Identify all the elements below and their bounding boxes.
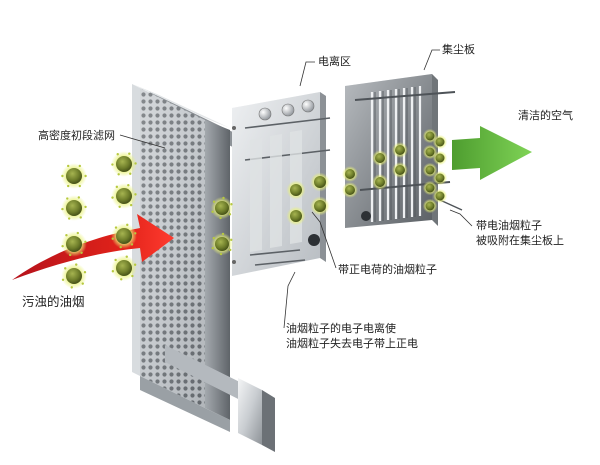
particle xyxy=(422,180,438,196)
particle xyxy=(342,166,358,182)
ionization-zone-label: 电离区 xyxy=(318,55,351,68)
particle xyxy=(372,150,388,166)
particle xyxy=(432,188,448,204)
particle xyxy=(432,170,448,186)
particle xyxy=(61,195,87,221)
ionization-leader xyxy=(299,61,315,87)
particle xyxy=(286,180,306,200)
particle xyxy=(61,231,87,257)
adsorbed-leader xyxy=(449,209,473,227)
positive-particles-leader xyxy=(311,211,337,269)
particle xyxy=(422,198,438,214)
ionization-process-label: 油烟粒子的电子电离使 油烟粒子失去电子带上正电 xyxy=(286,321,418,351)
prefilter-label: 高密度初段滤网 xyxy=(38,129,115,142)
particle xyxy=(432,150,448,166)
positive-particles-label: 带正电荷的油烟粒子 xyxy=(338,263,437,276)
particle xyxy=(111,183,137,209)
clean-air-label: 清洁的空气 xyxy=(518,109,573,122)
particle xyxy=(310,172,330,192)
particle xyxy=(61,263,87,289)
clean-air-arrow xyxy=(452,126,532,180)
oil-fume-particles xyxy=(61,128,448,289)
particle xyxy=(342,182,358,198)
adsorbed-label-line-2: 被吸附在集尘板上 xyxy=(476,234,564,247)
collector-plate-label: 集尘板 xyxy=(442,43,475,56)
particle xyxy=(210,232,234,256)
dirty-fumes-label: 污浊的油烟 xyxy=(22,294,85,309)
particle xyxy=(111,255,137,281)
particle xyxy=(61,163,87,189)
particle xyxy=(210,196,234,220)
prefilter-panel xyxy=(132,84,275,452)
ionization-process-line-1: 油烟粒子的电子电离使 xyxy=(286,322,396,335)
adsorbed-label: 带电油烟粒子 被吸附在集尘板上 xyxy=(476,218,564,248)
particle xyxy=(422,162,438,178)
particle xyxy=(310,196,330,216)
particle xyxy=(392,162,408,178)
adsorbed-label-line-1: 带电油烟粒子 xyxy=(476,219,542,232)
prefilter-leader xyxy=(119,134,166,149)
particle xyxy=(372,174,388,190)
particle xyxy=(392,142,408,158)
collector-leader xyxy=(423,49,440,71)
particle xyxy=(432,134,448,150)
ionization-process-leader xyxy=(283,271,296,329)
particle xyxy=(111,223,137,249)
particle xyxy=(286,206,306,226)
ionization-process-line-2: 油烟粒子失去电子带上正电 xyxy=(286,337,418,350)
particle xyxy=(111,151,137,177)
